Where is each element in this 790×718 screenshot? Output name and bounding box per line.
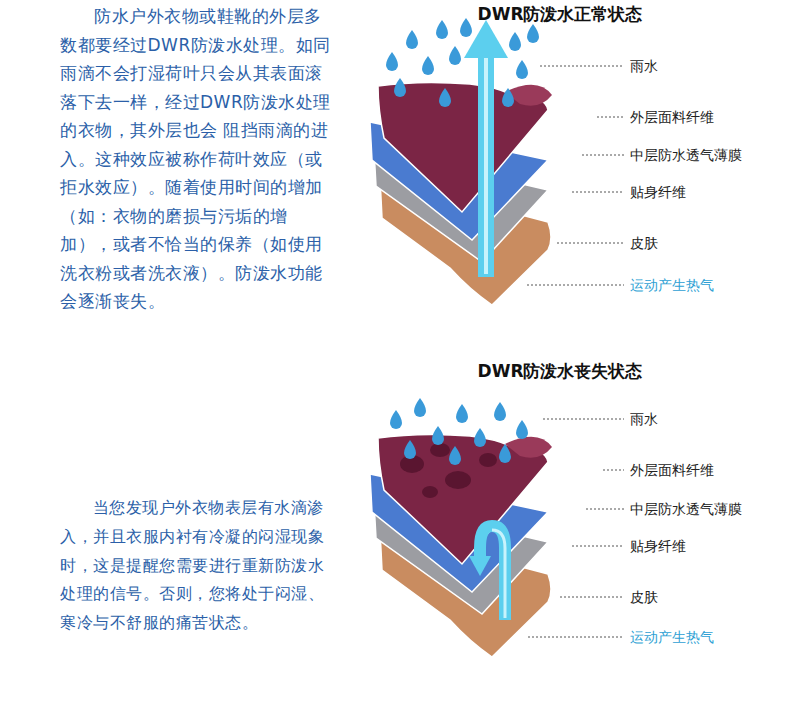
- leader-line: [543, 419, 624, 420]
- part-label: 中层防水透气薄膜: [630, 500, 780, 518]
- wet-spot: [445, 471, 471, 489]
- wet-spot: [430, 443, 450, 457]
- diagram-title: DWR防泼水丧失状态: [420, 360, 700, 382]
- condensation-arrow: [480, 526, 505, 620]
- rain-drop: [436, 20, 448, 39]
- part-label: 皮肤: [630, 588, 780, 606]
- vapor-arrow: [464, 20, 508, 277]
- rain-drop: [456, 404, 468, 423]
- rain-drop: [509, 32, 521, 51]
- leader-line: [572, 192, 624, 193]
- rain-drop: [474, 428, 486, 447]
- leader-line: [557, 243, 624, 244]
- part-label: 贴身纤维: [630, 183, 780, 201]
- rain-drop: [432, 426, 444, 445]
- arrow-highlight: [492, 530, 505, 618]
- leader-line: [586, 509, 624, 510]
- rain-drop: [386, 52, 398, 71]
- rain-drop: [404, 440, 416, 459]
- fabric-curl: [505, 437, 552, 458]
- rain-drop: [449, 446, 461, 465]
- leader-line: [560, 597, 624, 598]
- body-text: 防水户外衣物或鞋靴的外层多数都要经过DWR防泼水处理。如同雨滴不会打湿荷叶只会从…: [60, 2, 336, 316]
- rain-drop: [390, 410, 402, 429]
- part-label: 雨水: [630, 57, 780, 75]
- rain-drop: [406, 30, 418, 49]
- leader-lines: [527, 66, 624, 637]
- part-label: 雨水: [630, 410, 780, 428]
- rain-drop: [460, 18, 472, 37]
- part-label: 运动产生热气: [630, 628, 780, 646]
- wet-spot: [422, 486, 438, 498]
- part-label: 贴身纤维: [630, 537, 780, 555]
- fabric-layers: [370, 434, 552, 657]
- leader-line: [597, 117, 624, 118]
- leader-line: [540, 66, 624, 67]
- rain-drop: [414, 398, 426, 417]
- part-label: 外层面料纤维: [630, 461, 780, 479]
- rain-drop: [494, 402, 506, 421]
- rain-drop: [439, 88, 451, 107]
- rain-drop: [516, 420, 528, 439]
- arrow-shaft: [478, 55, 494, 277]
- rain-drop: [527, 24, 539, 43]
- arrow-highlight: [484, 58, 488, 274]
- fabric-layers: [370, 82, 552, 305]
- leader-line: [527, 285, 624, 286]
- part-label: 外层面料纤维: [630, 108, 780, 126]
- leader-line: [528, 637, 624, 638]
- diagram-title: DWR防泼水正常状态: [420, 3, 700, 25]
- wet-spot: [479, 453, 497, 467]
- body-text: 当您发现户外衣物表层有水滴渗入，并且衣服内衬有冷凝的闷湿现象时，这是提醒您需要进…: [60, 494, 336, 638]
- leader-line: [572, 546, 624, 547]
- rain-drop: [422, 56, 434, 75]
- rain-drop: [394, 78, 406, 97]
- rain-drop: [516, 60, 528, 79]
- leader-line: [582, 155, 624, 156]
- rain-drops: [390, 398, 528, 465]
- rain-drop: [502, 88, 514, 107]
- part-label: 中层防水透气薄膜: [630, 146, 780, 164]
- arrow-head: [469, 556, 491, 576]
- rain-drops: [386, 18, 539, 107]
- rain-drop: [499, 444, 511, 463]
- part-label: 运动产生热气: [630, 276, 780, 294]
- leader-line: [603, 470, 624, 471]
- rain-drop: [449, 46, 461, 65]
- part-label: 皮肤: [630, 234, 780, 252]
